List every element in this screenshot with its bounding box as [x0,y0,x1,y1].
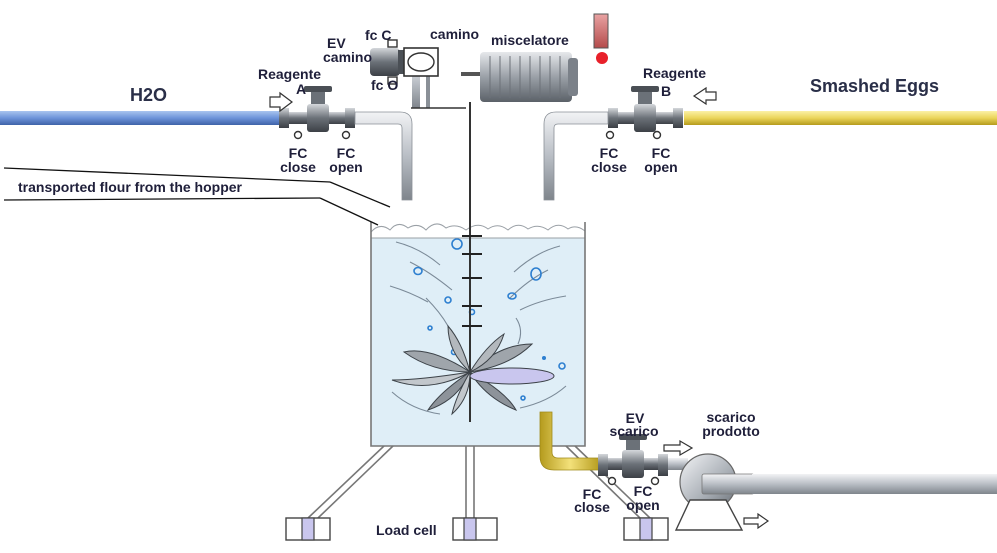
reagente-b-valve[interactable] [608,86,683,132]
valve-handle [619,434,647,440]
load-cell-left-icon [285,517,331,541]
red-indicator-icon [596,52,608,64]
tank-legs [307,445,651,519]
fc-o-label: fc O [371,77,399,93]
ev-camino-actuator[interactable] [370,48,400,76]
fc-c-label: fc C [365,27,392,43]
discharge-pipe-to-pump [668,458,688,470]
pump-outlet-pipe [752,474,997,494]
mixer-motor-body [480,52,572,102]
valve-flange [345,108,355,128]
fc-o-sensor-icon [387,76,398,85]
valve-pipe-segment [618,112,634,124]
h2o-label: H2O [130,85,168,105]
fc-close-b-label-2: close [591,159,627,175]
reagente-b-letter: B [661,83,672,99]
camino-label: camino [430,26,480,42]
load-cell-right-icon [623,517,669,541]
right-inlet-elbow-pipe [543,111,609,201]
ev-camino-label-1: EV [327,35,346,51]
reagente-a-valve[interactable] [279,86,355,132]
valve-body [307,104,329,132]
fc-c-sensor-icon [387,39,398,48]
valve-pipe-segment [289,112,307,124]
fc-open-b-sensor-icon [652,130,662,140]
flour-callout-lines [3,167,391,226]
fc-open-s-sensor-icon [650,476,660,486]
fc-open-s-label-1: FC [633,483,653,499]
scarico-prodotto-label-2: prodotto [702,423,760,439]
chimney-pipe-left [412,58,420,108]
valve-pipe-segment [644,458,658,470]
fc-close-s-sensor-icon [607,476,617,486]
fc-open-b-label-1: FC [651,145,671,161]
mixer-motor-shaft [461,72,481,76]
ev-camino-disc [407,52,435,72]
indicator-tube [593,13,609,49]
valve-flange [608,108,618,128]
ev-camino-flange [398,50,404,74]
fc-close-a-label-1: FC [288,145,308,161]
valve-flange [598,454,608,476]
mixing-tank-wall [370,222,586,447]
load-cell-center-icon [452,517,498,541]
reagente-a-arrow-icon [269,91,293,113]
ev-scarico-label-2: scarico [609,423,659,439]
chimney-pipe-right [426,48,430,108]
smashed-eggs-label: Smashed Eggs [810,76,940,96]
fc-close-a-sensor-icon [293,130,303,140]
eggs-inlet-pipe [684,111,997,125]
load-cell-label: Load cell [376,522,437,538]
fc-close-s-label-1: FC [582,486,602,502]
ev-camino-label-2: camino [323,49,373,65]
valve-handle [631,86,659,92]
valve-flange [279,108,289,128]
reagente-a-label: Reagente [258,66,322,82]
fc-close-b-sensor-icon [605,130,615,140]
flour-surface-icon [370,223,586,239]
valve-body [622,450,644,478]
fc-close-s-label-2: close [574,499,610,515]
reagente-b-label: Reagente [643,65,707,81]
pump-outlet-arrow-icon [743,512,770,530]
discharge-pump-icon [674,453,755,531]
shaft-baffles [462,235,482,327]
liquid-swirl-marks [389,241,567,415]
fc-open-a-label-1: FC [336,145,356,161]
left-inlet-elbow-pipe [354,111,413,201]
fc-open-a-label-2: open [329,159,363,175]
valve-pipe-segment [608,458,622,470]
valve-handle [304,86,332,92]
flour-callout-label: transported flour from the hopper [18,179,242,195]
scarico-arrow-icon [663,439,694,457]
fc-close-a-label-2: close [280,159,316,175]
scarico-prodotto-label-1: scarico [706,409,756,425]
mixer-motor-end-cap [568,58,578,96]
valve-stem [638,90,652,104]
valve-stem [626,438,640,450]
reagente-a-letter: A [296,81,307,97]
mixing-tank-liquid [371,232,585,446]
valve-pipe-segment [329,112,345,124]
fc-open-b-label-2: open [644,159,678,175]
ev-scarico-valve[interactable] [598,434,668,478]
motor-fins-icon [489,56,561,98]
valve-pipe-segment [656,112,673,124]
impeller-blades-icon [391,324,555,416]
ev-scarico-label-1: EV [625,410,645,426]
water-inlet-pipe [0,111,282,125]
valve-body [634,104,656,132]
valve-flange [673,108,683,128]
fc-close-b-label-1: FC [599,145,619,161]
fc-open-s-label-2: open [626,497,660,513]
miscelatore-label: miscelatore [491,32,569,48]
valve-flange [658,454,668,476]
valve-stem [311,90,325,104]
reagente-b-arrow-icon [692,86,717,106]
fc-open-a-sensor-icon [341,130,351,140]
